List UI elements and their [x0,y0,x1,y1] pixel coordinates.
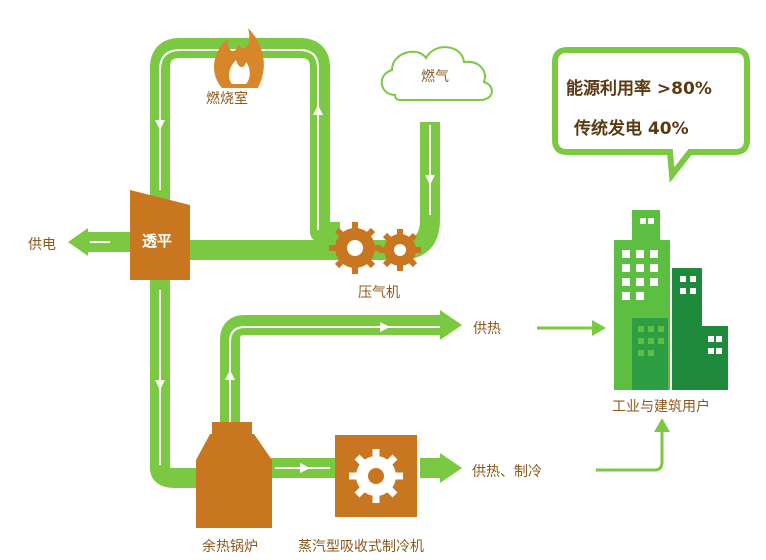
pipe-heat-supply [220,315,445,430]
label-compressor: 压气机 [358,285,400,301]
waste-heat-boiler [196,422,272,528]
cloud-icon [380,46,493,101]
label-turbine: 透平 [142,232,173,250]
pipe-arrowheads [68,228,462,483]
label-users: 工业与建筑用户 [612,399,710,415]
label-combustion-chamber: 燃烧室 [206,91,248,107]
stats-bubble [552,47,750,183]
label-heat-cooling-supply: 供热、制冷 [472,464,542,480]
stat-traditional-power: 传统发电 40% [574,119,689,139]
pipe-turbine-down [150,280,210,488]
label-heat-supply: 供热 [473,321,501,337]
flow-lines [90,49,440,469]
flame-icon [214,28,264,88]
label-gas: 燃气 [421,69,449,85]
stat-energy-utilization: 能源利用率 >80% [566,79,712,99]
gear-icon [329,222,421,274]
arrow-heat [440,310,462,340]
absorption-chiller [335,435,417,517]
building-icon [614,210,728,390]
pipe-gas-inlet [170,122,440,260]
arrow-heat-cool [440,453,462,483]
label-waste-heat-boiler: 余热锅炉 [202,539,258,555]
label-absorption-chiller: 蒸汽型吸收式制冷机 [298,539,424,555]
user-arrows [537,326,664,472]
arrow-power [68,228,88,256]
turbine [130,190,190,280]
label-power-supply: 供电 [28,237,56,253]
